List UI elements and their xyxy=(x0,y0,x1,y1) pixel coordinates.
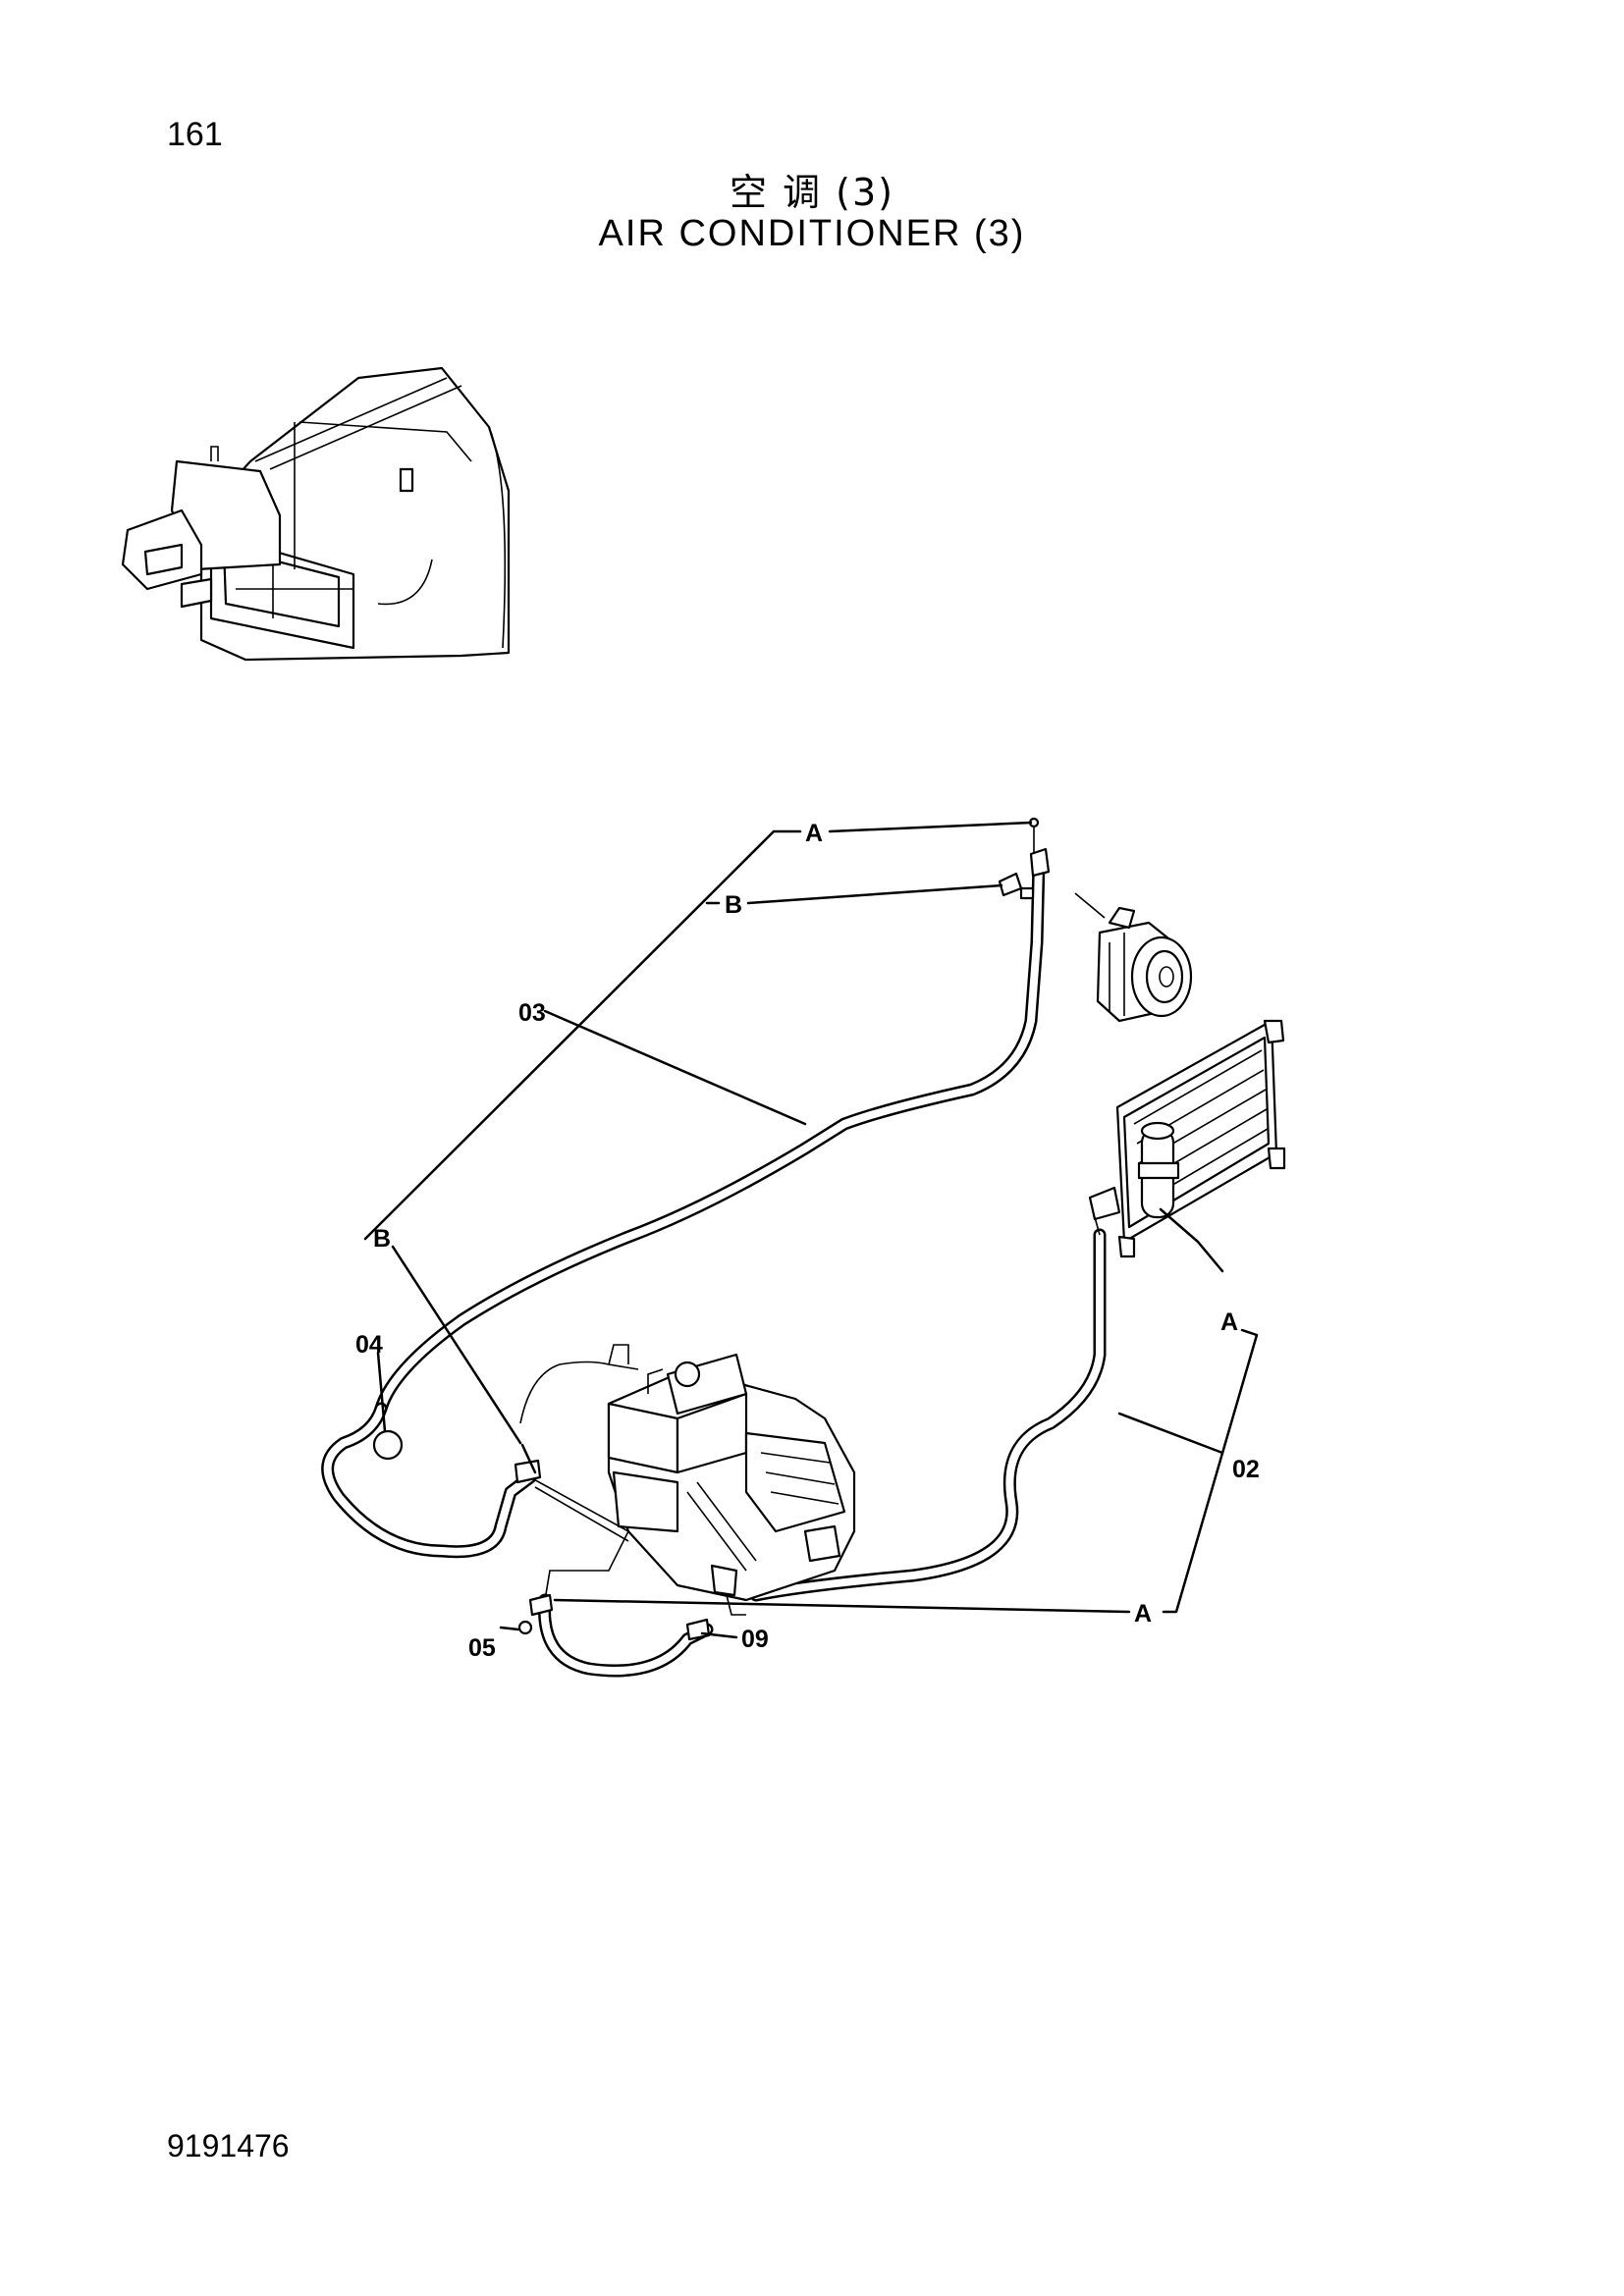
excavator-location-thumbnail xyxy=(121,366,511,662)
page-title-chinese: 空 调 (3) xyxy=(730,171,894,214)
wire-harness xyxy=(519,1361,639,1424)
page-number: 161 xyxy=(167,116,223,153)
page-title-english: AIR CONDITIONER (3) xyxy=(598,213,1026,254)
callout-04: 04 xyxy=(355,1331,383,1359)
evaporator-unit xyxy=(607,1353,856,1616)
hose-04-loop xyxy=(321,1402,537,1559)
callout-02: 02 xyxy=(1232,1456,1260,1483)
compressor xyxy=(1074,892,1193,1023)
callout-03: 03 xyxy=(518,999,546,1027)
liquid-line xyxy=(529,1476,630,1601)
callout-a-top: A xyxy=(805,820,823,847)
fittings xyxy=(372,817,1051,1641)
callout-b-left: B xyxy=(373,1225,391,1253)
hose-02 xyxy=(749,1228,1107,1602)
condenser xyxy=(1088,1019,1286,1258)
document-number: 9191476 xyxy=(167,2128,290,2163)
callout-09: 09 xyxy=(741,1626,769,1653)
leader-lines xyxy=(363,821,1259,1639)
callout-a-bottom: A xyxy=(1134,1600,1152,1628)
callout-b-top: B xyxy=(725,891,742,919)
hose-03 xyxy=(374,855,1046,1415)
callout-05: 05 xyxy=(468,1634,496,1662)
hose-09 xyxy=(538,1593,714,1678)
callout-a-right: A xyxy=(1220,1308,1238,1336)
